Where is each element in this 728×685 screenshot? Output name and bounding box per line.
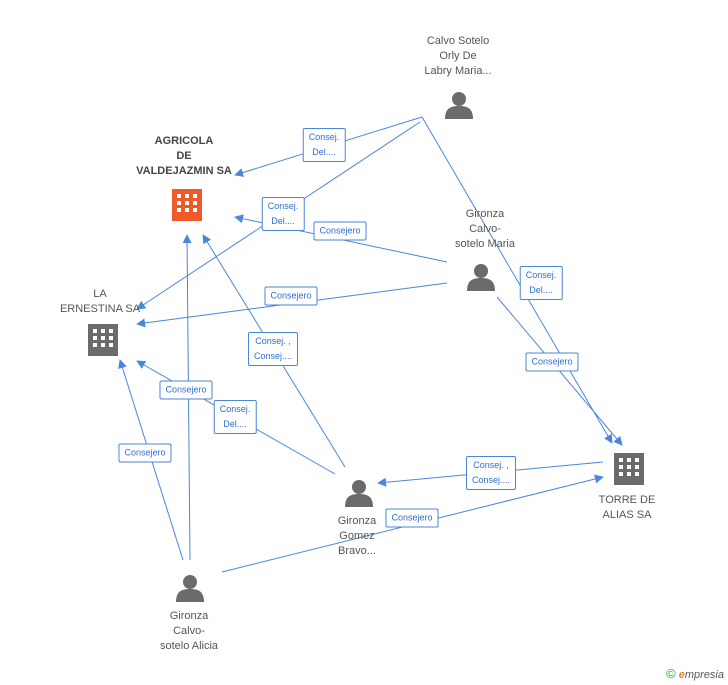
relation-label-line: Consejero xyxy=(391,512,433,523)
node-label-line: Orly De xyxy=(439,50,477,62)
relation-label-line: Consej. , xyxy=(473,460,509,470)
relation-label-12[interactable]: Consejero xyxy=(385,508,439,528)
relation-label-line: Consej.... xyxy=(471,475,511,485)
node-label-line: Gironza xyxy=(337,515,377,527)
relation-label-11[interactable]: Consej. , Consej.... xyxy=(465,456,517,490)
node-label-line: Calvo Sotelo xyxy=(426,35,490,47)
relation-label-10[interactable]: Consejero xyxy=(118,443,172,463)
node-label-line: Gomez xyxy=(339,530,375,542)
relation-label-4[interactable]: Consej. Del.... xyxy=(519,266,563,300)
relation-label-line: Consejero xyxy=(319,225,361,236)
relation-label-6[interactable]: Consejero xyxy=(525,352,579,372)
brand-name: mpresia xyxy=(684,669,724,681)
node-label-line: Labry Maria... xyxy=(424,65,492,77)
gironza-maria-person-icon[interactable] xyxy=(467,264,495,291)
node-label-line: Calvo- xyxy=(469,223,501,235)
node-label-line: ALIAS SA xyxy=(602,509,652,521)
relation-edge-3 xyxy=(421,116,613,444)
relation-label-line: Consej. xyxy=(219,404,251,414)
node-label-line: AGRICOLA xyxy=(154,135,214,147)
node-label-line: VALDEJAZMIN SA xyxy=(136,165,232,177)
relation-label-line: Consejero xyxy=(270,290,312,301)
node-label-line: TORRE DE xyxy=(598,494,656,506)
relation-label-line: Consejero xyxy=(165,384,207,395)
relation-label-8[interactable]: Consejero xyxy=(159,380,213,400)
ernestina-label[interactable]: LA ERNESTINA SA xyxy=(60,287,140,317)
torre-building-icon[interactable] xyxy=(614,453,644,485)
gironza-alicia-person-icon[interactable] xyxy=(176,575,204,602)
node-label-line: Gironza xyxy=(169,610,209,622)
relation-label-line: Del.... xyxy=(271,216,295,226)
calvo-sotelo-person-icon[interactable] xyxy=(445,92,473,119)
node-label-line: DE xyxy=(176,150,192,162)
relation-label-2[interactable]: Consej. Del.... xyxy=(261,197,305,231)
node-label-line: ERNESTINA SA xyxy=(59,303,141,315)
agricola-building-icon[interactable] xyxy=(172,189,202,221)
node-label-line: Bravo... xyxy=(338,545,376,557)
relation-label-line: Consejero xyxy=(531,356,573,367)
relation-label-line: Consej. xyxy=(267,201,299,211)
relation-label-1[interactable]: Consej. Del.... xyxy=(302,128,346,162)
node-label-line: sotelo Maria xyxy=(455,238,515,250)
relation-label-line: Consej. , xyxy=(255,336,291,346)
relation-label-line: Consej. xyxy=(525,270,557,280)
relation-label-9[interactable]: Consej. Del.... xyxy=(213,400,257,434)
node-label-line: sotelo Alicia xyxy=(159,640,219,652)
relation-label-line: Consejero xyxy=(124,447,166,458)
relation-label-line: Consej.... xyxy=(253,351,293,361)
relation-label-line: Consej. xyxy=(308,132,340,142)
relation-label-5[interactable]: Consejero xyxy=(264,286,318,306)
gironza-gomez-person-icon[interactable] xyxy=(345,480,373,507)
node-label-line: Calvo- xyxy=(173,625,205,637)
relation-label-line: Del.... xyxy=(312,147,336,157)
torre-label[interactable]: TORRE DE ALIAS SA xyxy=(599,493,656,523)
node-label-line: LA xyxy=(93,288,107,300)
relation-label-3[interactable]: Consejero xyxy=(313,221,367,241)
agricola-label[interactable]: AGRICOLA DE VALDEJAZMIN SA xyxy=(136,134,232,179)
watermark: © empresia xyxy=(666,666,724,681)
brand-initial: e xyxy=(678,669,685,681)
node-label-line: Gironza xyxy=(465,208,505,220)
copyright-symbol: © xyxy=(666,666,676,681)
relation-label-line: Del.... xyxy=(529,285,553,295)
ernestina-building-icon[interactable] xyxy=(88,324,118,356)
relation-label-line: Del.... xyxy=(223,419,247,429)
relation-label-7[interactable]: Consej. , Consej.... xyxy=(247,332,299,366)
